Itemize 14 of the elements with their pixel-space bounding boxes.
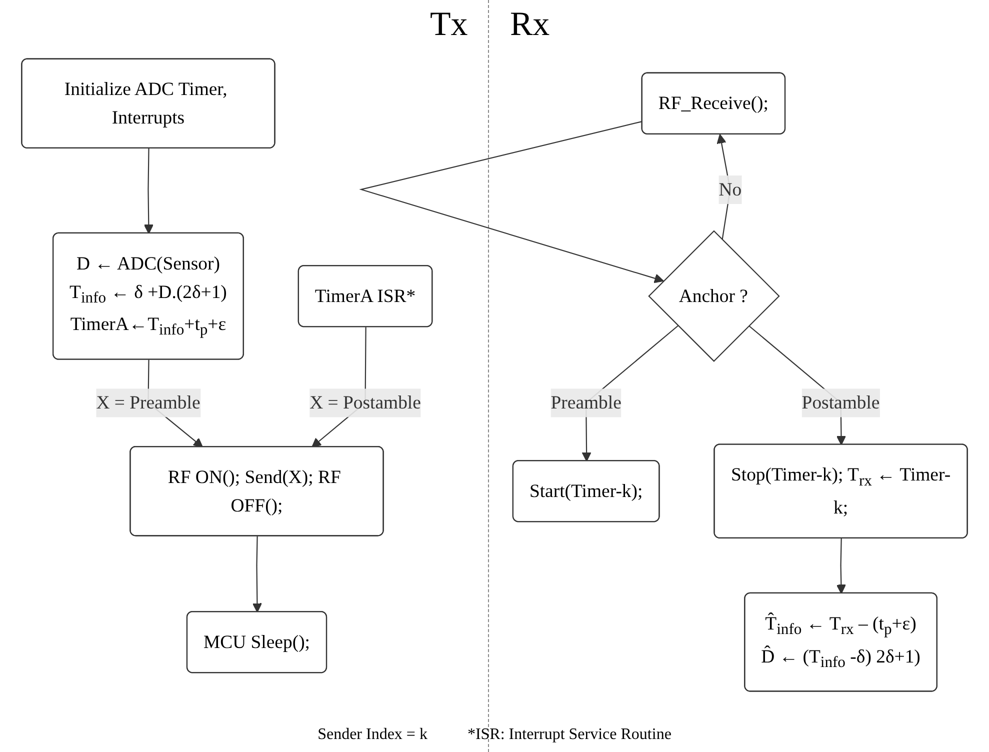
section-heading: Tx xyxy=(430,6,468,44)
edge-label: Preamble xyxy=(550,392,622,413)
arrow xyxy=(252,536,262,613)
edge-label: Postamble xyxy=(802,392,880,413)
edge-label: X = Preamble xyxy=(96,392,200,413)
arrow xyxy=(144,148,154,234)
arrow xyxy=(836,538,846,594)
edge-label: X = Postamble xyxy=(310,392,421,413)
edge-label: No xyxy=(718,178,742,200)
note-text: *ISR: Interrupt Service Routine xyxy=(467,726,672,744)
node-diamond: Anchor ? xyxy=(648,230,780,362)
arrow xyxy=(359,120,664,284)
note-text: Sender Index = k xyxy=(318,726,428,744)
section-heading: Rx xyxy=(510,6,550,44)
